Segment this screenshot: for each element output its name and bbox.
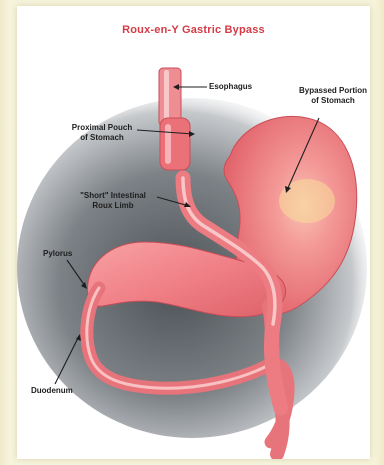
proximal-pouch-highlight [165, 124, 171, 164]
label-esophagus: Esophagus [209, 82, 252, 92]
label-pylorus: Pylorus [43, 249, 72, 259]
label-roux-line1: "Short" Intestinal [71, 191, 155, 201]
label-roux-line2: Roux Limb [71, 201, 155, 211]
label-duodenum: Duodenum [31, 386, 73, 396]
label-proximal-line2: of Stomach [61, 133, 143, 143]
esophagus-highlight [164, 70, 169, 124]
label-bypassed-line1: Bypassed Portion [293, 86, 373, 96]
diagram-card: Roux-en-Y Gastric Bypass [17, 6, 370, 459]
proximal-pouch [160, 118, 190, 170]
label-proximal-line1: Proximal Pouch [61, 123, 143, 133]
label-bypassed-line2: of Stomach [293, 96, 373, 106]
stomach-highlight [279, 179, 335, 223]
esophagus-tube [159, 68, 181, 126]
